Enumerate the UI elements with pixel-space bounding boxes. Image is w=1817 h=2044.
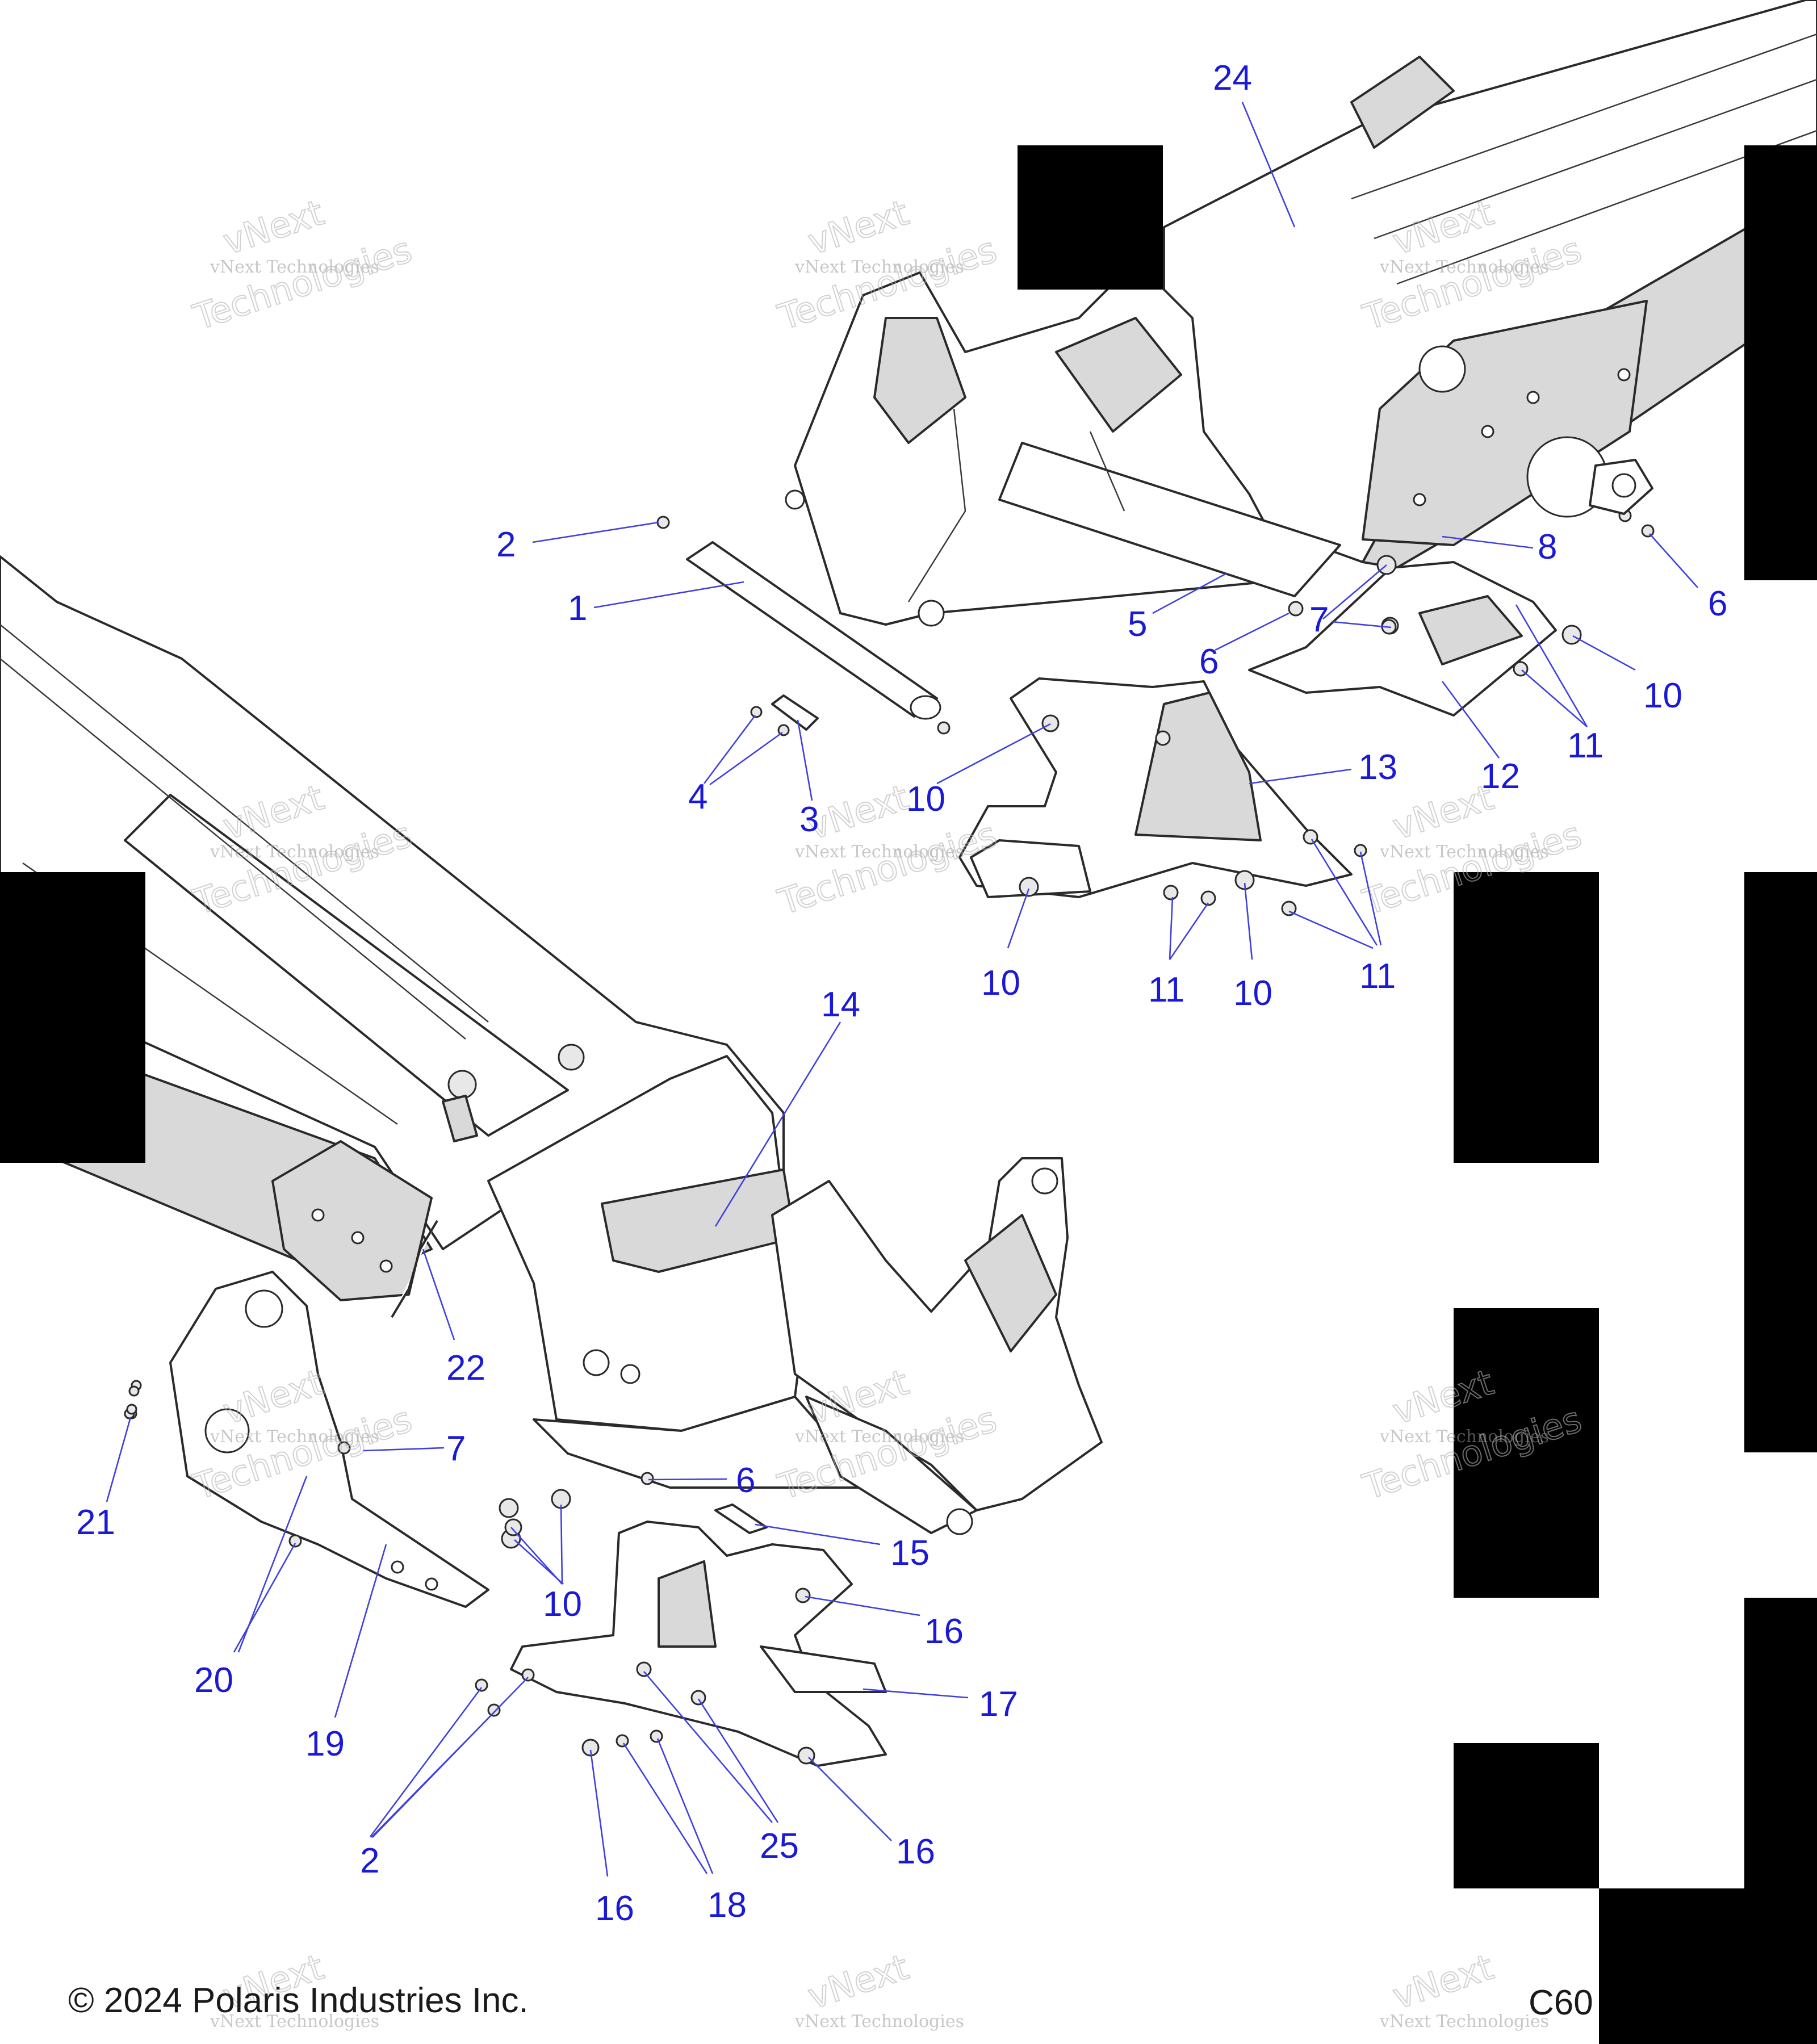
front-suspension-bulkhead-upper — [785, 260, 1341, 627]
callout-6-top: 6 — [1199, 642, 1219, 681]
callout-3: 3 — [799, 800, 819, 839]
callout-13: 13 — [1358, 748, 1397, 787]
svg-text:vNext Technologies: vNext Technologies — [794, 2012, 964, 2032]
main-tunnel-center — [442, 1044, 876, 1489]
callout-6-lower: 6 — [736, 1461, 755, 1500]
leader-lines — [106, 102, 1698, 1877]
callout-7-top: 7 — [1309, 600, 1329, 639]
redaction-boxes — [0, 145, 1817, 2044]
side-plate-lower — [124, 1271, 489, 1608]
callout-22: 22 — [446, 1348, 485, 1388]
callout-16-right: 16 — [924, 1612, 964, 1651]
callout-20: 20 — [194, 1661, 233, 1700]
svg-text:vNext: vNext — [803, 191, 914, 262]
svg-text:vNext Technologies: vNext Technologies — [794, 1427, 964, 1447]
callout-7-lower: 7 — [446, 1429, 466, 1468]
callout-17: 17 — [979, 1685, 1018, 1724]
callout-25: 25 — [760, 1827, 799, 1866]
diagram-code: C60 — [1529, 1983, 1593, 2022]
callout-18: 18 — [707, 1886, 747, 1925]
callout-11-right: 11 — [1567, 726, 1604, 765]
svg-text:vNext Technologies: vNext Technologies — [210, 257, 379, 277]
main-tunnel-side-plate — [271, 1140, 433, 1301]
rear-side-plate — [1362, 300, 1648, 546]
callout-11-lower-right: 11 — [1359, 957, 1396, 996]
lower-hardware — [499, 1472, 768, 1549]
callout-10-right: 10 — [1643, 676, 1682, 715]
callout-14: 14 — [821, 985, 860, 1024]
svg-text:vNext Technologies: vNext Technologies — [210, 2012, 379, 2032]
callout-21: 21 — [76, 1503, 115, 1542]
svg-text:vNext Technologies: vNext Technologies — [1379, 1427, 1549, 1447]
svg-text:vNext Technologies: vNext Technologies — [794, 842, 964, 862]
callout-19: 19 — [305, 1724, 345, 1764]
callout-labels: 24 2 1 4 3 5 6 7 8 6 10 11 12 13 10 10 1… — [76, 58, 1727, 1928]
callout-12: 12 — [1481, 757, 1520, 796]
callout-2-lower: 2 — [360, 1841, 379, 1880]
callout-4: 4 — [688, 777, 707, 816]
cross-tube — [686, 541, 941, 720]
callout-6-right: 6 — [1708, 584, 1727, 623]
callout-15: 15 — [890, 1534, 930, 1573]
svg-text:vNext Technologies: vNext Technologies — [1379, 842, 1549, 862]
callout-8: 8 — [1538, 527, 1557, 567]
callout-5: 5 — [1128, 605, 1147, 644]
callout-10-bottom: 10 — [543, 1585, 582, 1624]
svg-text:vNext Technologies: vNext Technologies — [1379, 2012, 1549, 2032]
svg-text:vNext: vNext — [803, 776, 914, 847]
front-suspension-bulkhead-lower — [771, 1157, 1103, 1535]
link-plate — [656, 516, 951, 736]
callout-16-lower-right: 16 — [896, 1832, 935, 1871]
callout-11-lower: 11 — [1148, 970, 1184, 1010]
svg-text:vNext Technologies: vNext Technologies — [794, 257, 964, 277]
callout-16-lower: 16 — [595, 1889, 634, 1928]
svg-text:vNext: vNext — [803, 1946, 914, 2017]
svg-text:Technologies: Technologies — [188, 229, 416, 338]
svg-text:vNext: vNext — [1388, 1946, 1498, 2017]
svg-text:vNext Technologies: vNext Technologies — [1379, 257, 1549, 277]
bulkhead-bracket-lower — [475, 1521, 887, 1767]
callout-2-top: 2 — [496, 525, 516, 564]
callout-24: 24 — [1213, 58, 1252, 98]
bulkhead-bracket-upper — [958, 677, 1367, 916]
callout-10-upper: 10 — [906, 780, 945, 819]
copyright-notice: © 2024 Polaris Industries Inc. — [68, 1981, 529, 2020]
svg-text:vNext Technologies: vNext Technologies — [210, 842, 379, 862]
svg-text:vNext: vNext — [218, 191, 329, 262]
callout-10-lower-b: 10 — [1233, 974, 1272, 1013]
svg-text:vNext Technologies: vNext Technologies — [210, 1427, 379, 1447]
callout-1: 1 — [568, 589, 587, 628]
callout-10-lower-a: 10 — [981, 964, 1020, 1003]
strap-bracket — [391, 1220, 438, 1318]
